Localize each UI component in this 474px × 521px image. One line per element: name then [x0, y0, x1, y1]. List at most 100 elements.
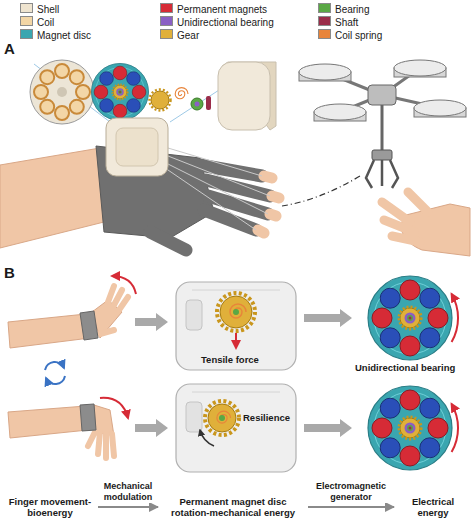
gear-assembly: [217, 293, 255, 331]
legend-item: Shell: [20, 3, 59, 16]
flow-text: Electrical energy: [396, 496, 470, 518]
illustration: [176, 282, 296, 370]
exploded-view: [151, 91, 169, 109]
gear-assembly: [217, 411, 231, 423]
legend-text: Magnet disc: [37, 30, 91, 41]
gloved-hand: [106, 118, 168, 176]
gear-assembly: [205, 401, 239, 435]
drone: [366, 160, 398, 188]
legend-text: Permanent magnets: [177, 4, 267, 15]
gear-assembly: [233, 309, 239, 315]
wrist-flexion-hand: [80, 404, 96, 431]
legend-swatch: [160, 3, 173, 13]
gloved-hand: [116, 128, 158, 166]
gear-assembly: [217, 293, 255, 348]
gloved-hand: [168, 148, 270, 230]
drone: [299, 64, 351, 80]
rotation-arrow: [452, 294, 458, 342]
flow-arrow: [304, 309, 352, 327]
exploded-view: [30, 60, 94, 124]
exploded-view: [218, 62, 270, 130]
edge-label: Mechanical modulation: [98, 481, 158, 503]
legend-item: Gear: [160, 29, 199, 42]
flow-step: Finger movement-bioenergy: [4, 496, 96, 518]
drone: [314, 104, 366, 120]
exploded-view: [76, 85, 90, 99]
gloved-hand: [258, 176, 279, 233]
wrist-flexion-hand: [88, 430, 114, 458]
wrist-extension-hand: [112, 276, 136, 294]
wrist-flexion-hand: [8, 398, 128, 458]
legend-text: Coil: [37, 17, 54, 28]
wrist-extension-hand: [8, 276, 136, 348]
force-label: Resilience: [242, 413, 291, 424]
illustration: [368, 386, 452, 470]
legend-swatch: [20, 29, 33, 39]
legend-text: Shaft: [335, 17, 358, 28]
drone: [368, 85, 396, 105]
legend-item: Shaft: [318, 16, 358, 29]
exploded-view: [150, 90, 171, 111]
panel-letter: A: [3, 40, 16, 57]
flow-arrow: [135, 313, 168, 331]
gear-assembly: [219, 415, 225, 421]
legend-swatch: [318, 29, 331, 39]
part-label: Unidirectional bearing: [354, 363, 456, 374]
legend-item: Permanent magnets: [160, 3, 267, 16]
gear-assembly: [200, 430, 214, 446]
legend-text: Unidirectional bearing: [177, 17, 274, 28]
legend-text: Coil spring: [335, 30, 382, 41]
drone: [394, 60, 446, 76]
gear-assembly: [200, 401, 239, 446]
panel-letter: B: [3, 264, 16, 281]
flow-step: Permanent magnet disc rotation-mechanica…: [160, 496, 306, 518]
wrist-extension-hand: [8, 314, 90, 348]
rotation-arrow: [452, 404, 458, 452]
gloved-hand: [0, 118, 279, 250]
gear-assembly: [235, 333, 237, 348]
flow-text: Finger movement-bioenergy: [4, 496, 96, 518]
legend-swatch: [20, 3, 33, 13]
gear-assembly: [208, 404, 236, 432]
legend-swatch: [318, 3, 331, 13]
flow-connector: [308, 506, 394, 508]
drone: [381, 105, 384, 150]
legend-swatch: [20, 16, 33, 26]
exploded-view: [55, 106, 69, 120]
exploded-view: [40, 70, 54, 84]
exploded-view: [91, 63, 148, 120]
cycle-arrows: [46, 376, 65, 384]
flow-arrow: [304, 419, 352, 437]
illustration: [176, 384, 296, 472]
legend-item: Coil spring: [318, 29, 382, 42]
legend-swatch: [160, 16, 173, 26]
legend-item: Unidirectional bearing: [160, 16, 274, 29]
human-hand: [382, 192, 428, 242]
gear-assembly: [220, 296, 252, 328]
force-label: Tensile force: [200, 355, 260, 366]
exploded-view: [70, 70, 84, 84]
wrist-flexion-hand: [8, 406, 88, 438]
drone: [299, 60, 466, 188]
flow-text: Permanent magnet disc rotation-mechanica…: [160, 496, 306, 518]
wrist-flexion-hand: [100, 398, 128, 418]
exploded-view: [57, 87, 67, 97]
exploded-view: [191, 98, 203, 110]
flow-arrow: [135, 419, 168, 437]
wrist-extension-hand: [100, 286, 128, 334]
gloved-hand: [0, 148, 104, 248]
edge-label: Electromagnetic generator: [308, 481, 394, 503]
wrist-extension-hand: [80, 311, 98, 340]
illustration: [368, 276, 452, 360]
legend-swatch: [160, 29, 173, 39]
exploded-view: [206, 96, 211, 110]
legend-text: Bearing: [335, 4, 369, 15]
legend-item: Bearing: [318, 3, 369, 16]
exploded-view: [34, 85, 48, 99]
flow-connector: [98, 506, 158, 508]
exploded-view: [195, 102, 200, 107]
exploded-view: [40, 100, 54, 114]
legend-item: Magnet disc: [20, 29, 91, 42]
legend-item: Coil: [20, 16, 54, 29]
